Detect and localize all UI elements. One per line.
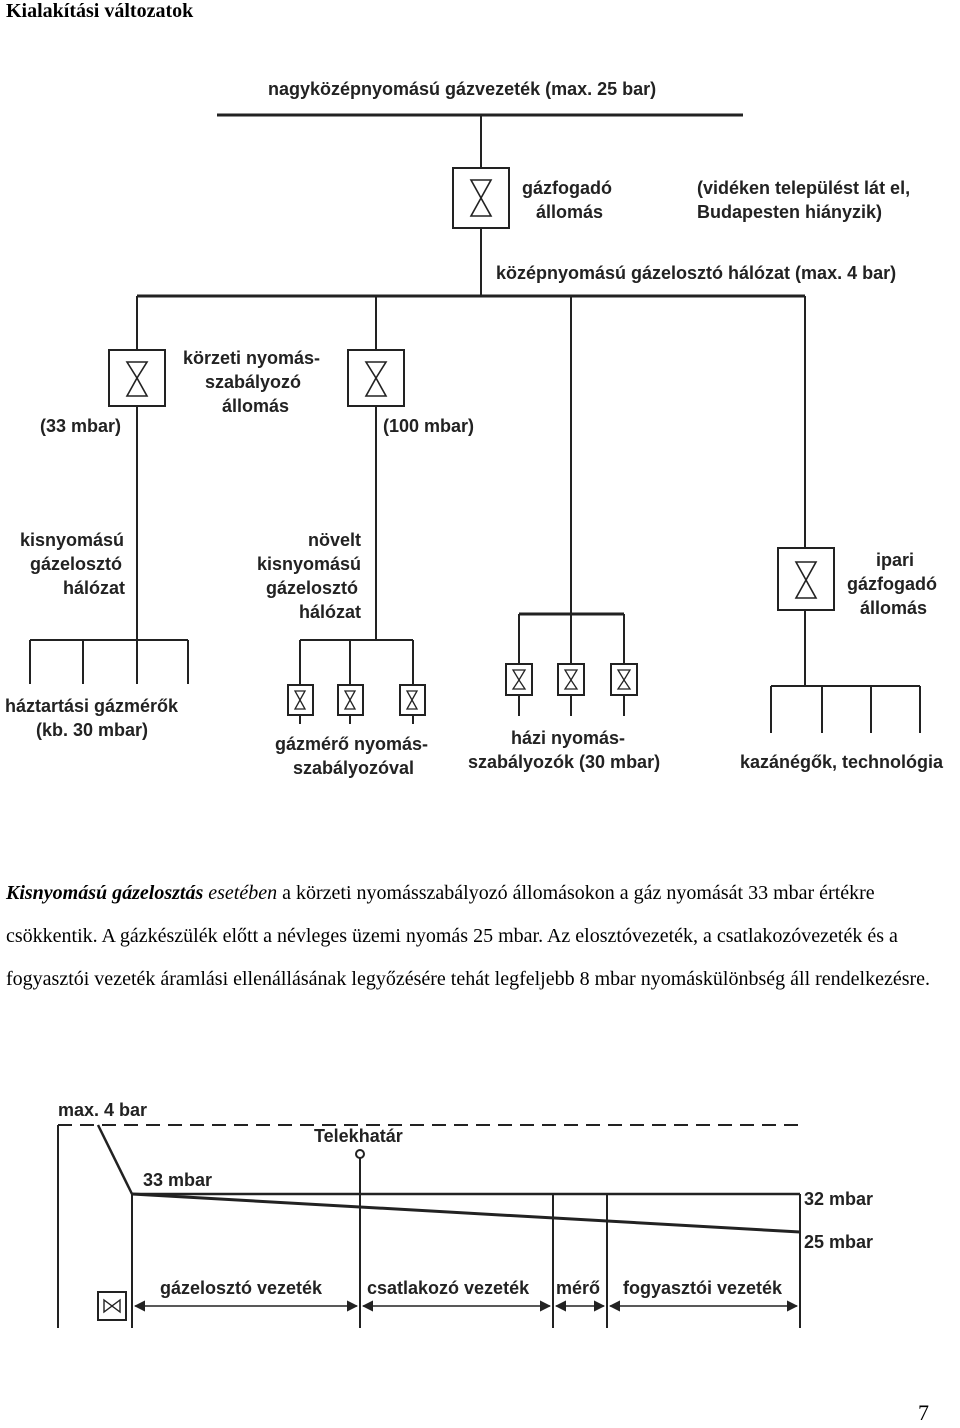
paragraph-term: Kisnyomású gázelosztás [6,882,204,904]
industrial-station-label: állomás [860,598,927,618]
network-diagram [29,113,921,733]
boundary-marker-icon [355,1149,365,1159]
segment-distribution-label: gázelosztó vezeték [160,1278,323,1298]
paragraph-term-suffix: esetében [208,882,278,904]
receiving-note: (vidéken települést lát el, [697,178,910,198]
mid-pressure-label: (100 mbar) [383,416,474,436]
pressure-drop-line [131,1192,801,1234]
household-meters-label: háztartási gázmérők [5,696,179,716]
pressure-profile-labels: max. 4 bar 33 mbar Telekhatár 32 mbar 25… [58,1100,873,1298]
segment-connection-label: csatlakozó vezeték [367,1278,530,1298]
left-pressure-label: (33 mbar) [40,416,121,436]
receiving-note: Budapesten hiányzik) [697,202,882,222]
network-labels: nagyközépnyomású gázvezeték (max. 25 bar… [5,79,944,778]
low-network-label: hálózat [63,578,125,598]
section-heading: Kialakítási változatok [6,0,194,22]
segment-consumer-label: fogyasztói vezeték [623,1278,783,1298]
increased-network-label: hálózat [299,602,361,622]
meter-regulators-label: gázmérő nyomás- [275,734,428,754]
receiving-station-label: gázfogadó [522,178,612,198]
main-pipeline-label: nagyközépnyomású gázvezeték (max. 25 bar… [268,79,656,99]
boundary-label: Telekhatár [314,1126,403,1146]
pressure-profile-diagram [57,1124,801,1328]
end-upper-pressure-label: 32 mbar [804,1189,873,1209]
page-number: 7 [918,1400,929,1425]
meter-regulators-label: szabályozóval [293,758,414,778]
increased-network-label: növelt [308,530,361,550]
district-regulator-label: körzeti nyomás- [183,348,320,368]
house-regulators-label: szabályozók (30 mbar) [468,752,660,772]
medium-network-label: középnyomású gázelosztó hálózat (max. 4 … [496,263,896,283]
receiving-station-label: állomás [536,202,603,222]
household-meters-label: (kb. 30 mbar) [36,720,148,740]
end-lower-pressure-label: 25 mbar [804,1232,873,1252]
district-regulator-label: szabályozó [205,372,301,392]
house-regulators-label: házi nyomás- [511,728,625,748]
start-pressure-label: 33 mbar [143,1170,212,1190]
body-paragraph: Kisnyomású gázelosztás esetében a körzet… [6,872,946,1001]
regulator-icon [97,1291,127,1321]
industrial-station-label: gázfogadó [847,574,937,594]
industrial-station-label: ipari [876,550,914,570]
low-network-label: gázelosztó [30,554,122,574]
boilers-label: kazánégők, technológia [740,752,944,772]
paragraph-text: a körzeti nyomásszabályozó állomásokon a… [6,882,931,990]
max-pressure-label: max. 4 bar [58,1100,147,1120]
increased-network-label: gázelosztó [266,578,358,598]
low-network-label: kisnyomású [20,530,124,550]
segment-meter-label: mérő [556,1278,600,1298]
increased-network-label: kisnyomású [257,554,361,574]
district-regulator-label: állomás [222,396,289,416]
